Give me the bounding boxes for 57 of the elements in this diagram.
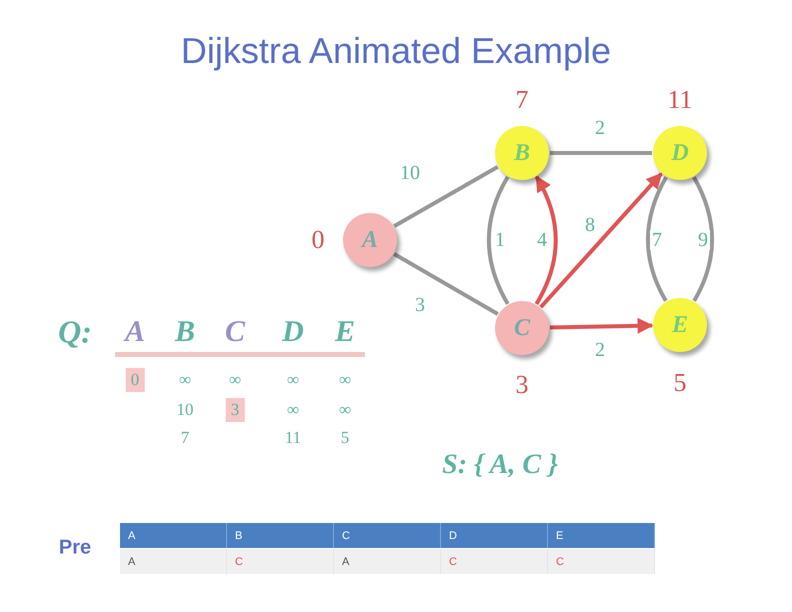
vertex-label: E — [672, 312, 688, 338]
edge-line — [692, 176, 714, 302]
edge-line — [393, 165, 499, 228]
vertex-label: B — [514, 140, 530, 166]
edge-label: 9 — [696, 230, 710, 250]
vertex-circle — [343, 213, 397, 267]
distance-value: 3 — [226, 398, 244, 422]
distance-value: ∞ — [286, 400, 300, 420]
vertex-circle — [495, 126, 549, 180]
vertex-circle — [653, 298, 707, 352]
distance-label: 5 — [674, 368, 686, 398]
table-cell: C — [227, 549, 334, 574]
distance-value: 7 — [180, 428, 190, 448]
edge-line — [646, 176, 668, 302]
distance-label: 7 — [516, 85, 528, 115]
table-cell: C — [441, 549, 548, 574]
distance-value: ∞ — [286, 370, 300, 390]
set-label: S: { A, C } — [442, 449, 558, 481]
distance-value: 5 — [340, 428, 350, 448]
distance-value: ∞ — [228, 370, 242, 390]
column-header: B — [175, 315, 195, 349]
vertex-label: C — [514, 314, 530, 342]
vertex-circle — [495, 301, 549, 355]
row-label: Pre — [58, 536, 92, 560]
distance-value: 10 — [176, 400, 194, 420]
distance-value: ∞ — [178, 370, 192, 390]
distance-label: 0 — [312, 225, 324, 255]
table-cell: A — [120, 549, 227, 574]
arrow — [539, 172, 663, 309]
title: Dijkstra Animated Example — [180, 30, 612, 72]
column-header: A — [125, 315, 145, 349]
edge-line — [393, 252, 499, 316]
arrow — [550, 318, 654, 334]
vertex-label: D — [671, 140, 689, 166]
vertex-circle — [653, 126, 707, 180]
column-header: E — [335, 315, 355, 349]
header-cell: C — [334, 523, 441, 548]
column-header: D — [282, 315, 304, 349]
distance-value: 11 — [284, 428, 302, 448]
arrow — [534, 176, 558, 305]
table-cell: C — [548, 549, 655, 574]
edge-line — [550, 151, 652, 155]
edge-label: 7 — [650, 230, 664, 250]
distance-label: 3 — [516, 370, 528, 400]
column-header: C — [225, 315, 245, 349]
distance-label: 11 — [667, 85, 693, 115]
table-cell: A — [334, 549, 441, 574]
header-cell: E — [548, 523, 655, 548]
distance-value: ∞ — [338, 370, 352, 390]
vertex-label: A — [362, 226, 378, 254]
header-cell: A — [120, 523, 227, 548]
edge-line — [486, 176, 510, 305]
distance-value: ∞ — [338, 400, 352, 420]
distance-value: 0 — [126, 368, 144, 392]
header-cell: B — [227, 523, 334, 548]
column-header: Q: — [58, 314, 92, 350]
header-cell: D — [441, 523, 548, 548]
